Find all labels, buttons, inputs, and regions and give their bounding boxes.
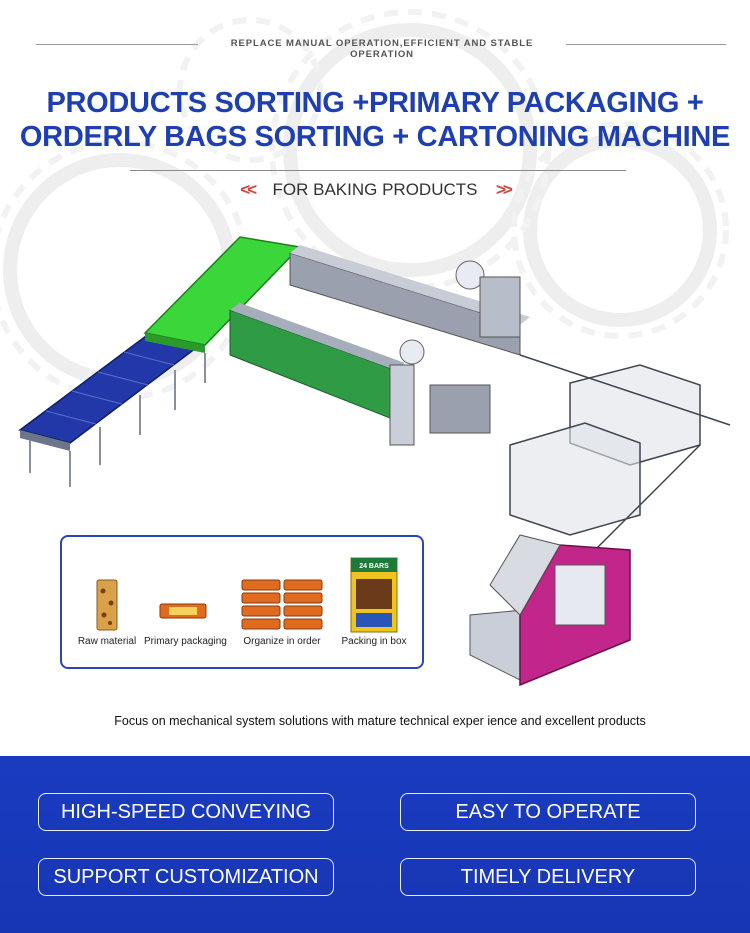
machine-illustration: [18, 236, 731, 687]
feature-easy-to-operate: EASY TO OPERATE: [400, 793, 696, 831]
chevron-left-icon: <<: [240, 180, 257, 199]
focus-statement: Focus on mechanical system solutions wit…: [114, 714, 646, 728]
step-label: Raw material: [77, 636, 137, 647]
tagline-rule-left: [36, 44, 198, 45]
step-raw-material: Raw material: [70, 555, 144, 667]
step-label: Packing in box: [341, 636, 407, 647]
step-packing-in-box: 24 BARS Packing in box: [330, 555, 418, 667]
blue-infeed-conveyor: [18, 332, 202, 487]
title-line-2: ORDERLY BAGS SORTING + CARTONING MACHINE: [19, 121, 731, 153]
page-title: PRODUCTS SORTING +PRIMARY PACKAGING + OR…: [0, 86, 750, 154]
feature-support-customization: SUPPORT CUSTOMIZATION: [38, 858, 334, 896]
magenta-cartoner: [469, 534, 631, 687]
step-label: Primary packaging: [144, 636, 227, 647]
step-organize: Organize in order: [238, 555, 326, 667]
subtitle: FOR BAKING PRODUCTS: [272, 180, 478, 199]
chevron-right-icon: >>: [495, 180, 513, 199]
features-band: [0, 756, 750, 933]
title-line-1: PRODUCTS SORTING +PRIMARY PACKAGING +: [46, 87, 704, 119]
wrapped-bar-icon: [159, 603, 207, 619]
feature-high-speed-conveying: HIGH-SPEED CONVEYING: [38, 793, 334, 831]
raw-bar-icon: [96, 579, 118, 631]
step-primary-packaging: Primary packaging: [144, 555, 227, 667]
step-label: Organize in order: [243, 636, 321, 647]
bar-grid-icon: [241, 579, 323, 630]
tagline: REPLACE MANUAL OPERATION,EFFICIENT AND S…: [230, 38, 534, 60]
feature-timely-delivery: TIMELY DELIVERY: [400, 858, 696, 896]
flow-wrapper-line: [229, 303, 491, 446]
subtitle-row: << FOR BAKING PRODUCTS >>: [0, 180, 750, 206]
carton-box-icon: 24 BARS: [350, 557, 398, 633]
tagline-rule-right: [566, 44, 726, 45]
box-text: 24 BARS: [359, 563, 389, 570]
title-divider: [130, 170, 626, 171]
cartoning-cells: [509, 354, 731, 586]
process-steps-card: Raw material Primary packaging Organize …: [60, 535, 424, 669]
